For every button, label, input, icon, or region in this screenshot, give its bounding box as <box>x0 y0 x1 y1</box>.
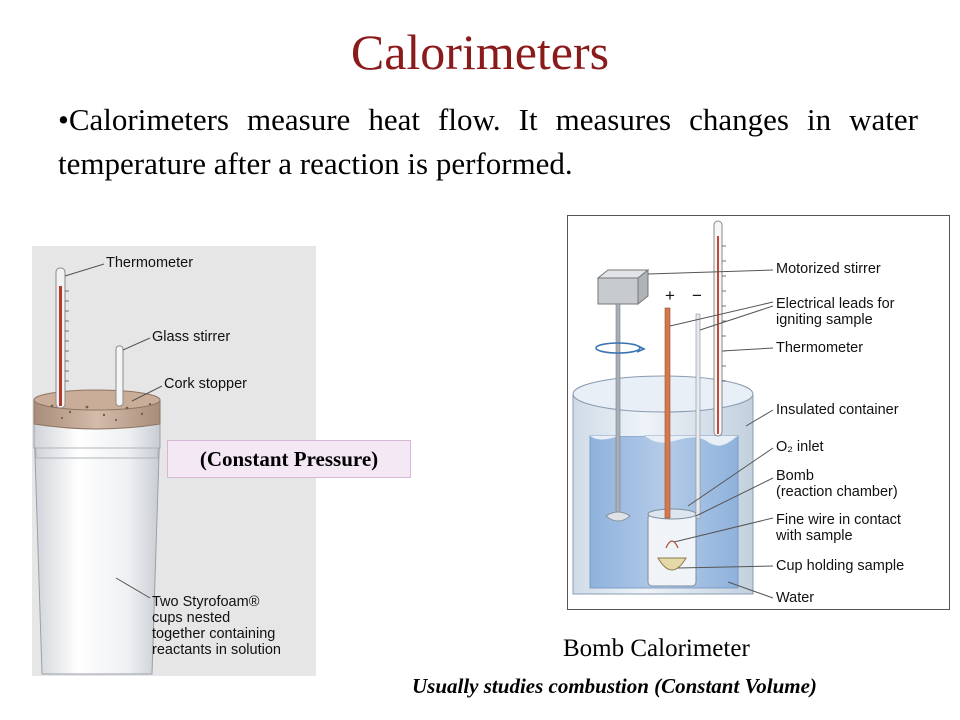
callout-leads-line2: igniting sample <box>776 312 873 328</box>
callout-water: Water <box>776 590 815 606</box>
callout-wire-line1: Fine wire in contact <box>776 512 901 528</box>
bomb-calorimeter-drawing <box>572 220 774 599</box>
coffee-cup-drawing <box>33 263 163 675</box>
plus-sign: + <box>665 286 675 305</box>
callout-bomb-line1: Bomb <box>776 468 814 484</box>
callout-cups-line3: together containing <box>152 626 276 642</box>
callout-bomb-line2: (reaction chamber) <box>776 484 898 500</box>
callout-cups-line1: Two Styrofoam® <box>152 594 260 610</box>
callout-wire-line2: with sample <box>776 528 853 544</box>
callout-cup-holding-sample: Cup holding sample <box>776 558 905 574</box>
callout-cups-line2: cups nested <box>152 610 231 626</box>
callout-thermometer-bomb: Thermometer <box>776 340 864 356</box>
callout-insulated-container: Insulated container <box>776 402 899 418</box>
bomb-calorimeter-caption: Bomb Calorimeter <box>563 635 750 662</box>
callout-cork-stopper: Cork stopper <box>164 376 248 392</box>
callout-leads-line1: Electrical leads for <box>776 296 895 312</box>
bomb-calorimeter-figure: + − Motorized stirrer Electrical leads f… <box>567 215 950 610</box>
callout-o2-inlet: O₂ inlet <box>776 439 824 455</box>
callout-thermometer: Thermometer <box>106 255 194 271</box>
callout-motorized-stirrer: Motorized stirrer <box>776 261 881 277</box>
combustion-caption: Usually studies combustion (Constant Vol… <box>412 674 817 698</box>
callout-glass-stirrer: Glass stirrer <box>152 329 231 345</box>
callout-cups-line4: reactants in solution <box>152 642 281 658</box>
bullet-text: •Calorimeters measure heat flow. It meas… <box>58 102 918 181</box>
minus-sign: − <box>692 286 702 305</box>
slide-title: Calorimeters <box>350 24 610 80</box>
constant-pressure-label: (Constant Pressure) <box>167 440 411 478</box>
